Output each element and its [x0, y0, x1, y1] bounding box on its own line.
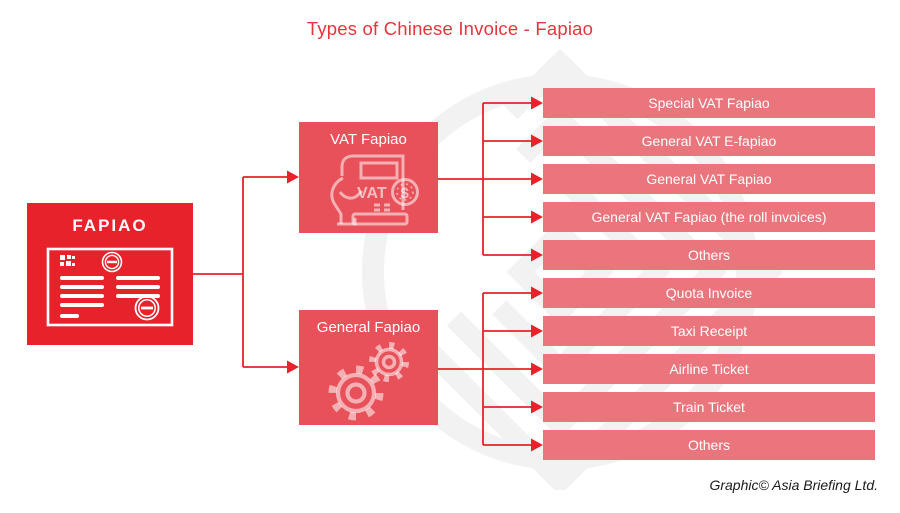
leaf-airline-ticket: Airline Ticket	[543, 354, 875, 384]
invoice-icon	[46, 247, 174, 327]
root-node-label: FAPIAO	[72, 216, 148, 235]
leaf-general-others: Others	[543, 430, 875, 460]
leaf-general-vat-fapiao-roll: General VAT Fapiao (the roll invoices)	[543, 202, 875, 232]
vat-receipt-icon: VAT $	[329, 154, 419, 226]
leaf-train-ticket: Train Ticket	[543, 392, 875, 422]
leaf-special-vat-fapiao: Special VAT Fapiao	[543, 88, 875, 118]
credit-text: Graphic© Asia Briefing Ltd.	[709, 477, 878, 493]
branch-node-label: General Fapiao	[316, 319, 421, 336]
leaf-vat-others: Others	[543, 240, 875, 270]
leaf-quota-invoice: Quota Invoice	[543, 278, 875, 308]
gears-icon	[328, 342, 409, 421]
branch-node-label: VAT Fapiao	[330, 131, 407, 148]
page-title: Types of Chinese Invoice - Fapiao	[306, 18, 594, 39]
svg-text:$: $	[400, 185, 409, 202]
root-node-fapiao: FAPIAO	[27, 203, 193, 345]
svg-text:VAT: VAT	[357, 185, 387, 202]
branch-node-general-fapiao: General Fapiao	[299, 310, 438, 425]
leaf-taxi-receipt: Taxi Receipt	[543, 316, 875, 346]
leaf-general-vat-e-fapiao: General VAT E-fapiao	[543, 126, 875, 156]
branch-node-vat-fapiao: VAT Fapiao VAT $	[299, 122, 438, 233]
leaf-general-vat-fapiao: General VAT Fapiao	[543, 164, 875, 194]
